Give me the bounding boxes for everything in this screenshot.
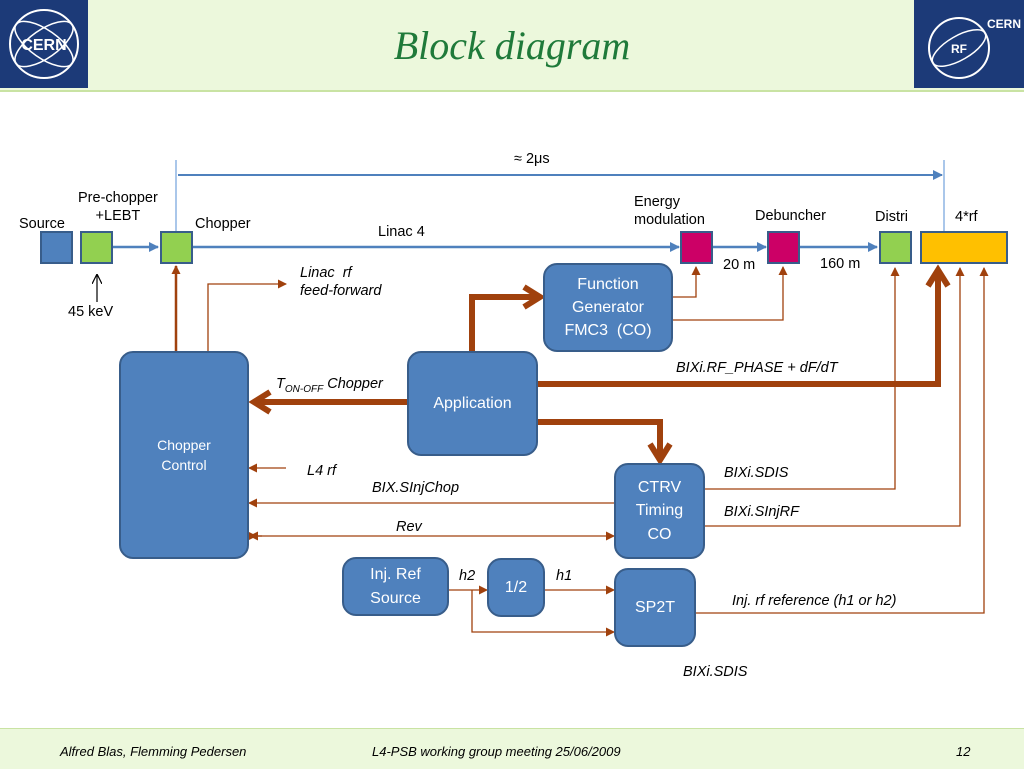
cern-rf-logo-right: RF CERN: [914, 0, 1024, 88]
h1-label: h1: [556, 568, 573, 584]
l4rf-label: L4 rf: [307, 463, 337, 479]
cern-logo-right-text: CERN: [987, 17, 1021, 31]
header-band: [0, 0, 1024, 92]
t-chopper: Chopper: [323, 376, 383, 392]
t-on-off-chopper-label: TON-OFF Chopper: [276, 376, 383, 395]
injref-to-sp2t-arrow: [471, 590, 615, 637]
four-rf-label: 4*rf: [955, 209, 978, 225]
ctrv-timing-box: CTRV Timing CO: [614, 463, 705, 559]
footer-band: [0, 728, 1024, 769]
linac-rf-ff-label: Linac rf feed-forward: [300, 265, 382, 300]
inj-ref-source-text: Inj. Ref Source: [370, 566, 421, 607]
fgen-to-energy-mod: [672, 266, 701, 298]
sp2t-box: SP2T: [614, 568, 696, 647]
half-divider-text: 1/2: [504, 578, 528, 596]
cern-logo-left-icon: CERN: [9, 9, 79, 79]
four-rf-block: [920, 231, 1008, 264]
prechopper-label: Pre-chopper +LEBT: [78, 190, 158, 225]
kev-label: 45 keV: [68, 304, 114, 320]
distance-160m-label: 160 m: [820, 256, 861, 272]
debuncher-label: Debuncher: [755, 208, 826, 224]
bix-sinjchop-label: BIX.SInjChop: [372, 480, 460, 496]
h2-label: h2: [459, 568, 476, 584]
rf-logo-text: RF: [951, 42, 967, 56]
sp2t-text: SP2T: [634, 598, 675, 616]
application-box: Application: [407, 351, 538, 456]
debuncher-block: [767, 231, 800, 264]
distri-block: [879, 231, 912, 264]
rev-label: Rev: [396, 519, 422, 535]
bixi-sdis-label: BIXi.SDIS: [724, 465, 789, 481]
page-title: Block diagram: [393, 23, 631, 68]
footer-authors: Alfred Blas, Flemming Pedersen: [60, 744, 247, 759]
energy-mod-label: Energy modulation: [634, 194, 705, 229]
bixi-sinjrf-arrow: [705, 267, 965, 527]
bixi-sdis-bottom-label: BIXi.SDIS: [683, 664, 748, 680]
cern-logo-left: CERN: [0, 0, 88, 88]
distri-label: Distri: [875, 209, 909, 225]
app-to-fgen-arrow: [469, 284, 546, 352]
footer-page-number: 12: [956, 744, 971, 759]
chopper-control-text: Chopper Control: [157, 436, 211, 473]
time-span-label: ≈ 2μs: [514, 151, 550, 167]
fgen-to-debuncher: [672, 266, 788, 321]
function-generator-text: Function Generator FMC3 (CO): [564, 275, 652, 340]
linac-rf-ff-arrow: [207, 279, 287, 352]
application-text: Application: [433, 394, 512, 412]
app-to-4rf-arrow: [538, 264, 951, 387]
t-sub: ON-OFF: [284, 383, 324, 395]
footer-meeting: L4-PSB working group meeting 25/06/2009: [372, 744, 621, 759]
cern-logo-left-text: CERN: [21, 37, 66, 54]
source-label: Source: [19, 216, 65, 232]
ctrv-timing-text: CTRV Timing CO: [635, 479, 684, 543]
half-divider-box: 1/2: [487, 558, 545, 617]
chopper-block: [160, 231, 193, 264]
cern-rf-logo-icon: RF CERN: [928, 17, 1021, 79]
prechopper-block: [80, 231, 113, 264]
inj-ref-source-box: Inj. Ref Source: [342, 557, 449, 616]
source-block: [40, 231, 73, 264]
linac4-label: Linac 4: [378, 224, 425, 240]
inj-rf-ref-label: Inj. rf reference (h1 or h2): [732, 593, 897, 609]
app-to-ctrv-arrow: [538, 419, 673, 466]
energy-mod-block: [680, 231, 713, 264]
chopper-control-box: Chopper Control: [119, 351, 249, 559]
distance-20m-label: 20 m: [723, 257, 756, 273]
sp2t-to-4rf-arrow: [696, 267, 989, 614]
function-generator-box: Function Generator FMC3 (CO): [543, 263, 673, 352]
chopper-label: Chopper: [195, 216, 251, 232]
bixi-sdis-arrow: [705, 267, 900, 490]
bixi-rf-phase-label: BIXi.RF_PHASE + dF/dT: [676, 360, 838, 376]
bixi-sinjrf-label: BIXi.SInjRF: [724, 504, 799, 520]
t-main: T: [276, 376, 285, 392]
